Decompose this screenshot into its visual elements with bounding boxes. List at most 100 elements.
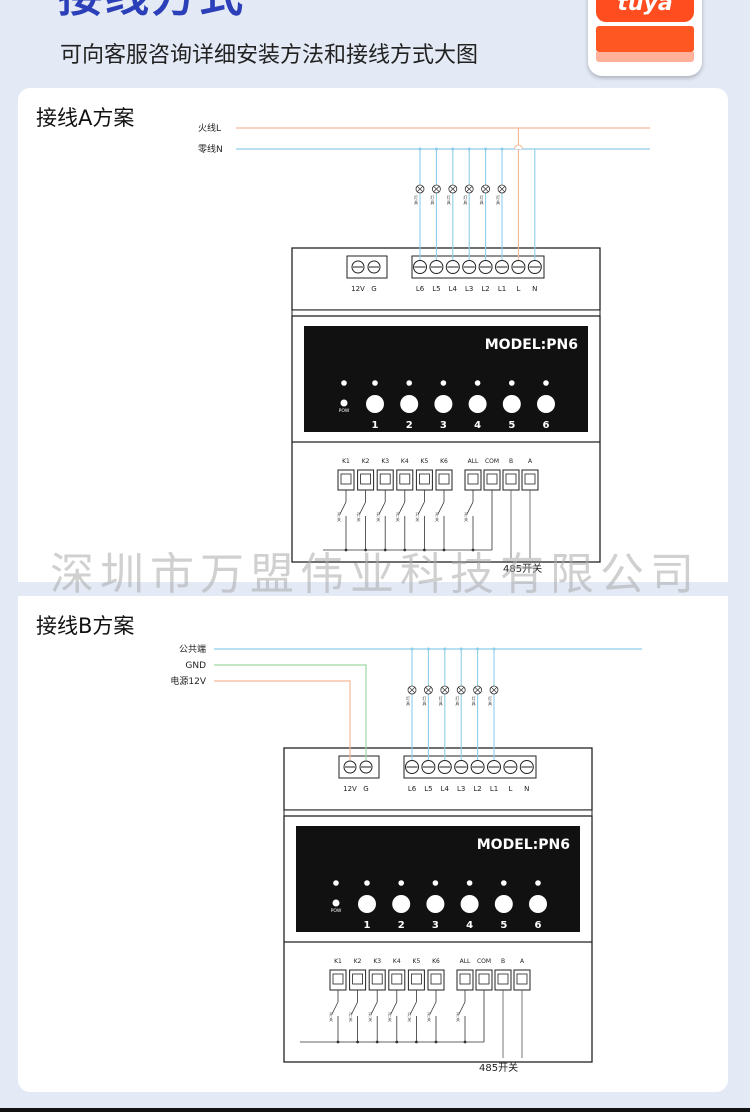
- lamp-symbol: 灯具: [447, 184, 458, 205]
- power-terminal-label: G: [371, 285, 376, 293]
- wire-junction: [426, 647, 430, 651]
- pow-label: POW: [339, 408, 350, 414]
- channel-button: [400, 395, 419, 413]
- switch-label: 开: [337, 512, 341, 517]
- input-terminal-label: K4: [393, 958, 401, 965]
- lamp-cross: [416, 185, 424, 193]
- lamp-cross: [433, 185, 440, 193]
- input-terminal: [349, 969, 367, 991]
- switch-label: 关: [329, 1016, 333, 1022]
- device-ledge: [291, 309, 601, 317]
- channel-button-number: 2: [406, 420, 413, 431]
- switch-label: 开: [407, 1012, 411, 1017]
- bottom-divider: [0, 1108, 750, 1112]
- lamp-label: 具: [472, 700, 476, 706]
- switch-label: 关: [456, 1016, 460, 1022]
- lamp-symbol: 灯具: [472, 685, 483, 706]
- gnd-wire: [214, 664, 367, 760]
- output-terminal-label: L2: [481, 285, 489, 293]
- input-terminal: [357, 469, 375, 491]
- lamp-label: 灯: [463, 194, 467, 200]
- page-subtitle: 可向客服咨询详细安装方法和接线方式大图: [60, 43, 479, 68]
- output-terminal-label: L6: [416, 285, 425, 293]
- switch-label: 开: [435, 512, 439, 517]
- wire-junction: [484, 147, 488, 151]
- channel-led: [372, 380, 378, 386]
- channel-button: [460, 895, 479, 913]
- model-label: MODEL:PN6: [485, 337, 578, 353]
- switch-label: 关: [337, 516, 341, 522]
- power-12v-wire: [214, 680, 351, 760]
- switch-label: 关: [376, 516, 380, 522]
- switch-lever: [466, 501, 474, 515]
- input-terminal-screw: [379, 473, 391, 485]
- channel-button-number: 5: [500, 920, 507, 931]
- channel-led: [474, 380, 481, 386]
- power-terminal-label: 12V: [343, 785, 357, 793]
- switch-symbol: 开关: [337, 490, 348, 552]
- tuya-logo-text: tuya: [596, 0, 694, 22]
- lamp-cross: [449, 185, 456, 193]
- switch-symbol: 开关: [357, 490, 367, 552]
- switch-symbol: 开关: [396, 490, 407, 552]
- input-terminal-screw: [340, 473, 352, 485]
- scheme-b-title: 接线B方案: [36, 614, 135, 638]
- input-terminal: [415, 469, 433, 491]
- output-terminal-label: L2: [473, 785, 481, 793]
- output-terminal-block: [403, 755, 537, 779]
- output-terminal-block: [411, 255, 545, 279]
- switch-lever: [359, 501, 366, 515]
- switch-label: 开: [368, 1012, 372, 1017]
- input-terminal: [475, 969, 493, 991]
- lamp-symbol: 灯具: [422, 685, 433, 706]
- switch-label: 开: [456, 1012, 460, 1017]
- switch-label: 开: [427, 1012, 431, 1017]
- switch-lever: [370, 1001, 378, 1015]
- switch-lever: [458, 1001, 466, 1015]
- output-terminal-label: L1: [490, 785, 498, 793]
- output-terminal-label: L5: [432, 285, 440, 293]
- channel-button: [529, 895, 547, 913]
- input-terminal-label: K5: [421, 458, 429, 465]
- switch-symbol: 开关: [427, 990, 438, 1044]
- wire-junction: [500, 147, 504, 151]
- lamp-cross: [498, 185, 506, 193]
- wire-junction: [492, 647, 496, 651]
- channel-button-number: 1: [364, 920, 371, 931]
- lamp-label: 具: [414, 199, 418, 205]
- lamp-label: 灯: [439, 695, 443, 701]
- input-terminal: [376, 469, 394, 491]
- input-terminal-label: B: [509, 458, 513, 465]
- device-ledge: [283, 809, 593, 817]
- switch-lever: [429, 1001, 437, 1015]
- lamp-label: 灯: [414, 194, 418, 200]
- input-terminal-label: A: [528, 458, 533, 465]
- output-terminal-label: L: [516, 285, 520, 293]
- switch-label: 关: [427, 1016, 431, 1022]
- output-terminal-label: N: [524, 785, 529, 793]
- switch-label: 关: [435, 516, 439, 522]
- input-terminal-label: K6: [440, 458, 448, 465]
- channel-button: [537, 395, 555, 413]
- output-terminal-label: L: [508, 785, 512, 793]
- lamp-label: 具: [439, 700, 443, 706]
- power-terminal-label: G: [363, 785, 368, 793]
- channel-button: [502, 395, 521, 413]
- channel-led: [466, 880, 473, 886]
- lamp-cross: [490, 686, 498, 694]
- channel-button: [494, 895, 513, 913]
- wire-label-neutral: 零线N: [198, 143, 223, 155]
- input-terminal: [396, 469, 414, 491]
- input-terminal: [464, 469, 482, 491]
- lamp-label: 具: [447, 199, 451, 205]
- lamp-label: 具: [496, 199, 500, 205]
- channel-button: [358, 895, 376, 913]
- input-terminal: [427, 969, 445, 991]
- lamp-symbol: 灯具: [455, 685, 466, 706]
- input-terminal-screw: [524, 473, 536, 485]
- channel-button: [426, 895, 445, 913]
- wire-label-12v: 电源12V: [170, 675, 206, 687]
- switch-lever: [418, 501, 425, 515]
- input-terminal-screw: [332, 973, 344, 985]
- pow-indicator: [340, 399, 348, 407]
